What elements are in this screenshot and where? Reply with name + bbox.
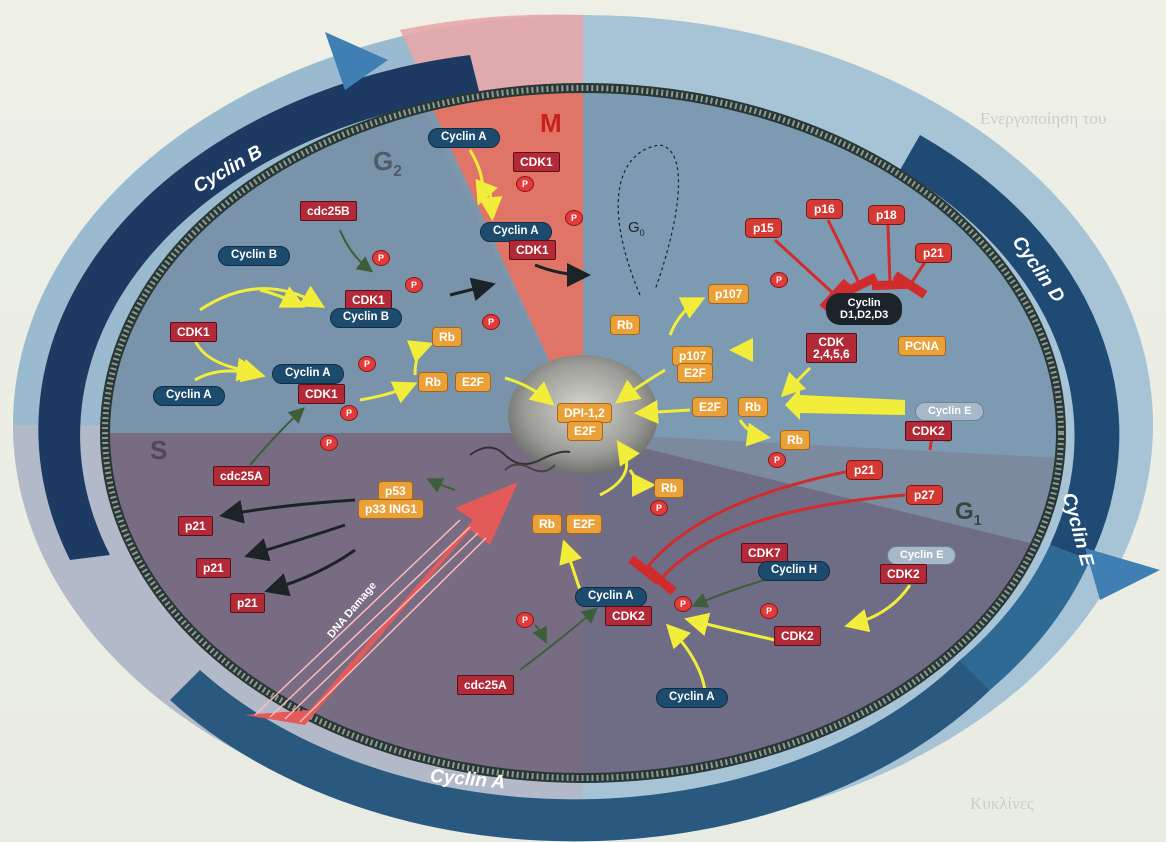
p21-c: p21 [230,593,265,613]
dp-label: DPI-1,2 [557,403,612,423]
phase-s: S [150,437,167,463]
rb-low: Rb [654,478,684,498]
p21-b: p21 [196,558,231,578]
g2-cyclin-a-2: Cyclin A [153,386,225,406]
m-cdk1-2: CDK1 [509,240,556,260]
m-cyclin-a-2: Cyclin A [480,222,552,242]
e2f-right: E2F [692,397,728,417]
phase-g0: G0 [628,220,645,238]
p15: p15 [745,218,782,238]
phosphate-marker: P [768,452,786,468]
cdk2-low: CDK2 [880,564,927,584]
g2-cdk1-2: CDK1 [298,384,345,404]
m-cyclin-a: Cyclin A [428,128,500,148]
phosphate-marker: P [340,405,358,421]
cyclin-a-bottom: Cyclin A [656,688,728,708]
cyclin-h: Cyclin H [758,561,830,581]
cdk7: CDK7 [741,543,788,563]
phase-g2: G2 [373,148,402,180]
phosphate-marker: P [760,603,778,619]
g2-cyclin-a: Cyclin A [272,364,344,384]
g2-cdk1: CDK1 [170,322,217,342]
p53: p53 [378,481,413,501]
phosphate-marker: P [482,314,500,330]
p18: p18 [868,205,905,225]
g2-cyclin-b: Cyclin B [218,246,290,266]
phosphate-marker: P [516,612,534,628]
background-heading: Ενεργοποίηση του [980,110,1106,127]
g2-cyclin-b-2: Cyclin B [330,308,402,328]
background-heading-2: Κυκλίνες [970,795,1034,812]
p21-top: p21 [915,243,952,263]
phosphate-marker: P [372,250,390,266]
rb-top: Rb [432,327,462,347]
rb-e2f-low: Rb [532,514,562,534]
s-cyclin-a: Cyclin A [575,587,647,607]
e2f-low: E2F [566,514,602,534]
cyclin-e-top: Cyclin E [915,402,984,421]
e2f-left: E2F [455,372,491,392]
phosphate-marker: P [674,596,692,612]
pcna: PCNA [898,336,946,356]
phosphate-marker: P [770,272,788,288]
p27: p27 [906,485,943,505]
p21-right: p21 [846,460,883,480]
cdc25b: cdc25B [300,201,357,221]
p33-ing1: p33 ING1 [358,499,424,519]
phosphate-marker: P [650,500,668,516]
rb-right-2: Rb [780,430,810,450]
rb-right: Rb [738,397,768,417]
p16: p16 [806,199,843,219]
phosphate-marker: P [565,210,583,226]
g2-cdk1-p: CDK1 [345,290,392,310]
phosphate-marker: P [358,356,376,372]
cdk2-top: CDK2 [905,421,952,441]
cyclin-e-low: Cyclin E [887,546,956,565]
e2f-p107: E2F [677,363,713,383]
m-cdk1: CDK1 [513,152,560,172]
phase-m: M [540,110,562,136]
p107-top: p107 [708,284,749,304]
phosphate-marker: P [320,435,338,451]
rb-g0: Rb [610,315,640,335]
phosphate-marker: P [405,277,423,293]
rb-left: Rb [418,372,448,392]
nucleus-e2f-label: E2F [567,421,603,441]
phase-g1: G1 [955,500,982,528]
phosphate-marker: P [516,176,534,192]
cdk2-alone: CDK2 [774,626,821,646]
s-cdk2: CDK2 [605,606,652,626]
p21-a: p21 [178,516,213,536]
cdc25a-low: cdc25A [457,675,514,695]
cdc25a-top: cdc25A [213,466,270,486]
